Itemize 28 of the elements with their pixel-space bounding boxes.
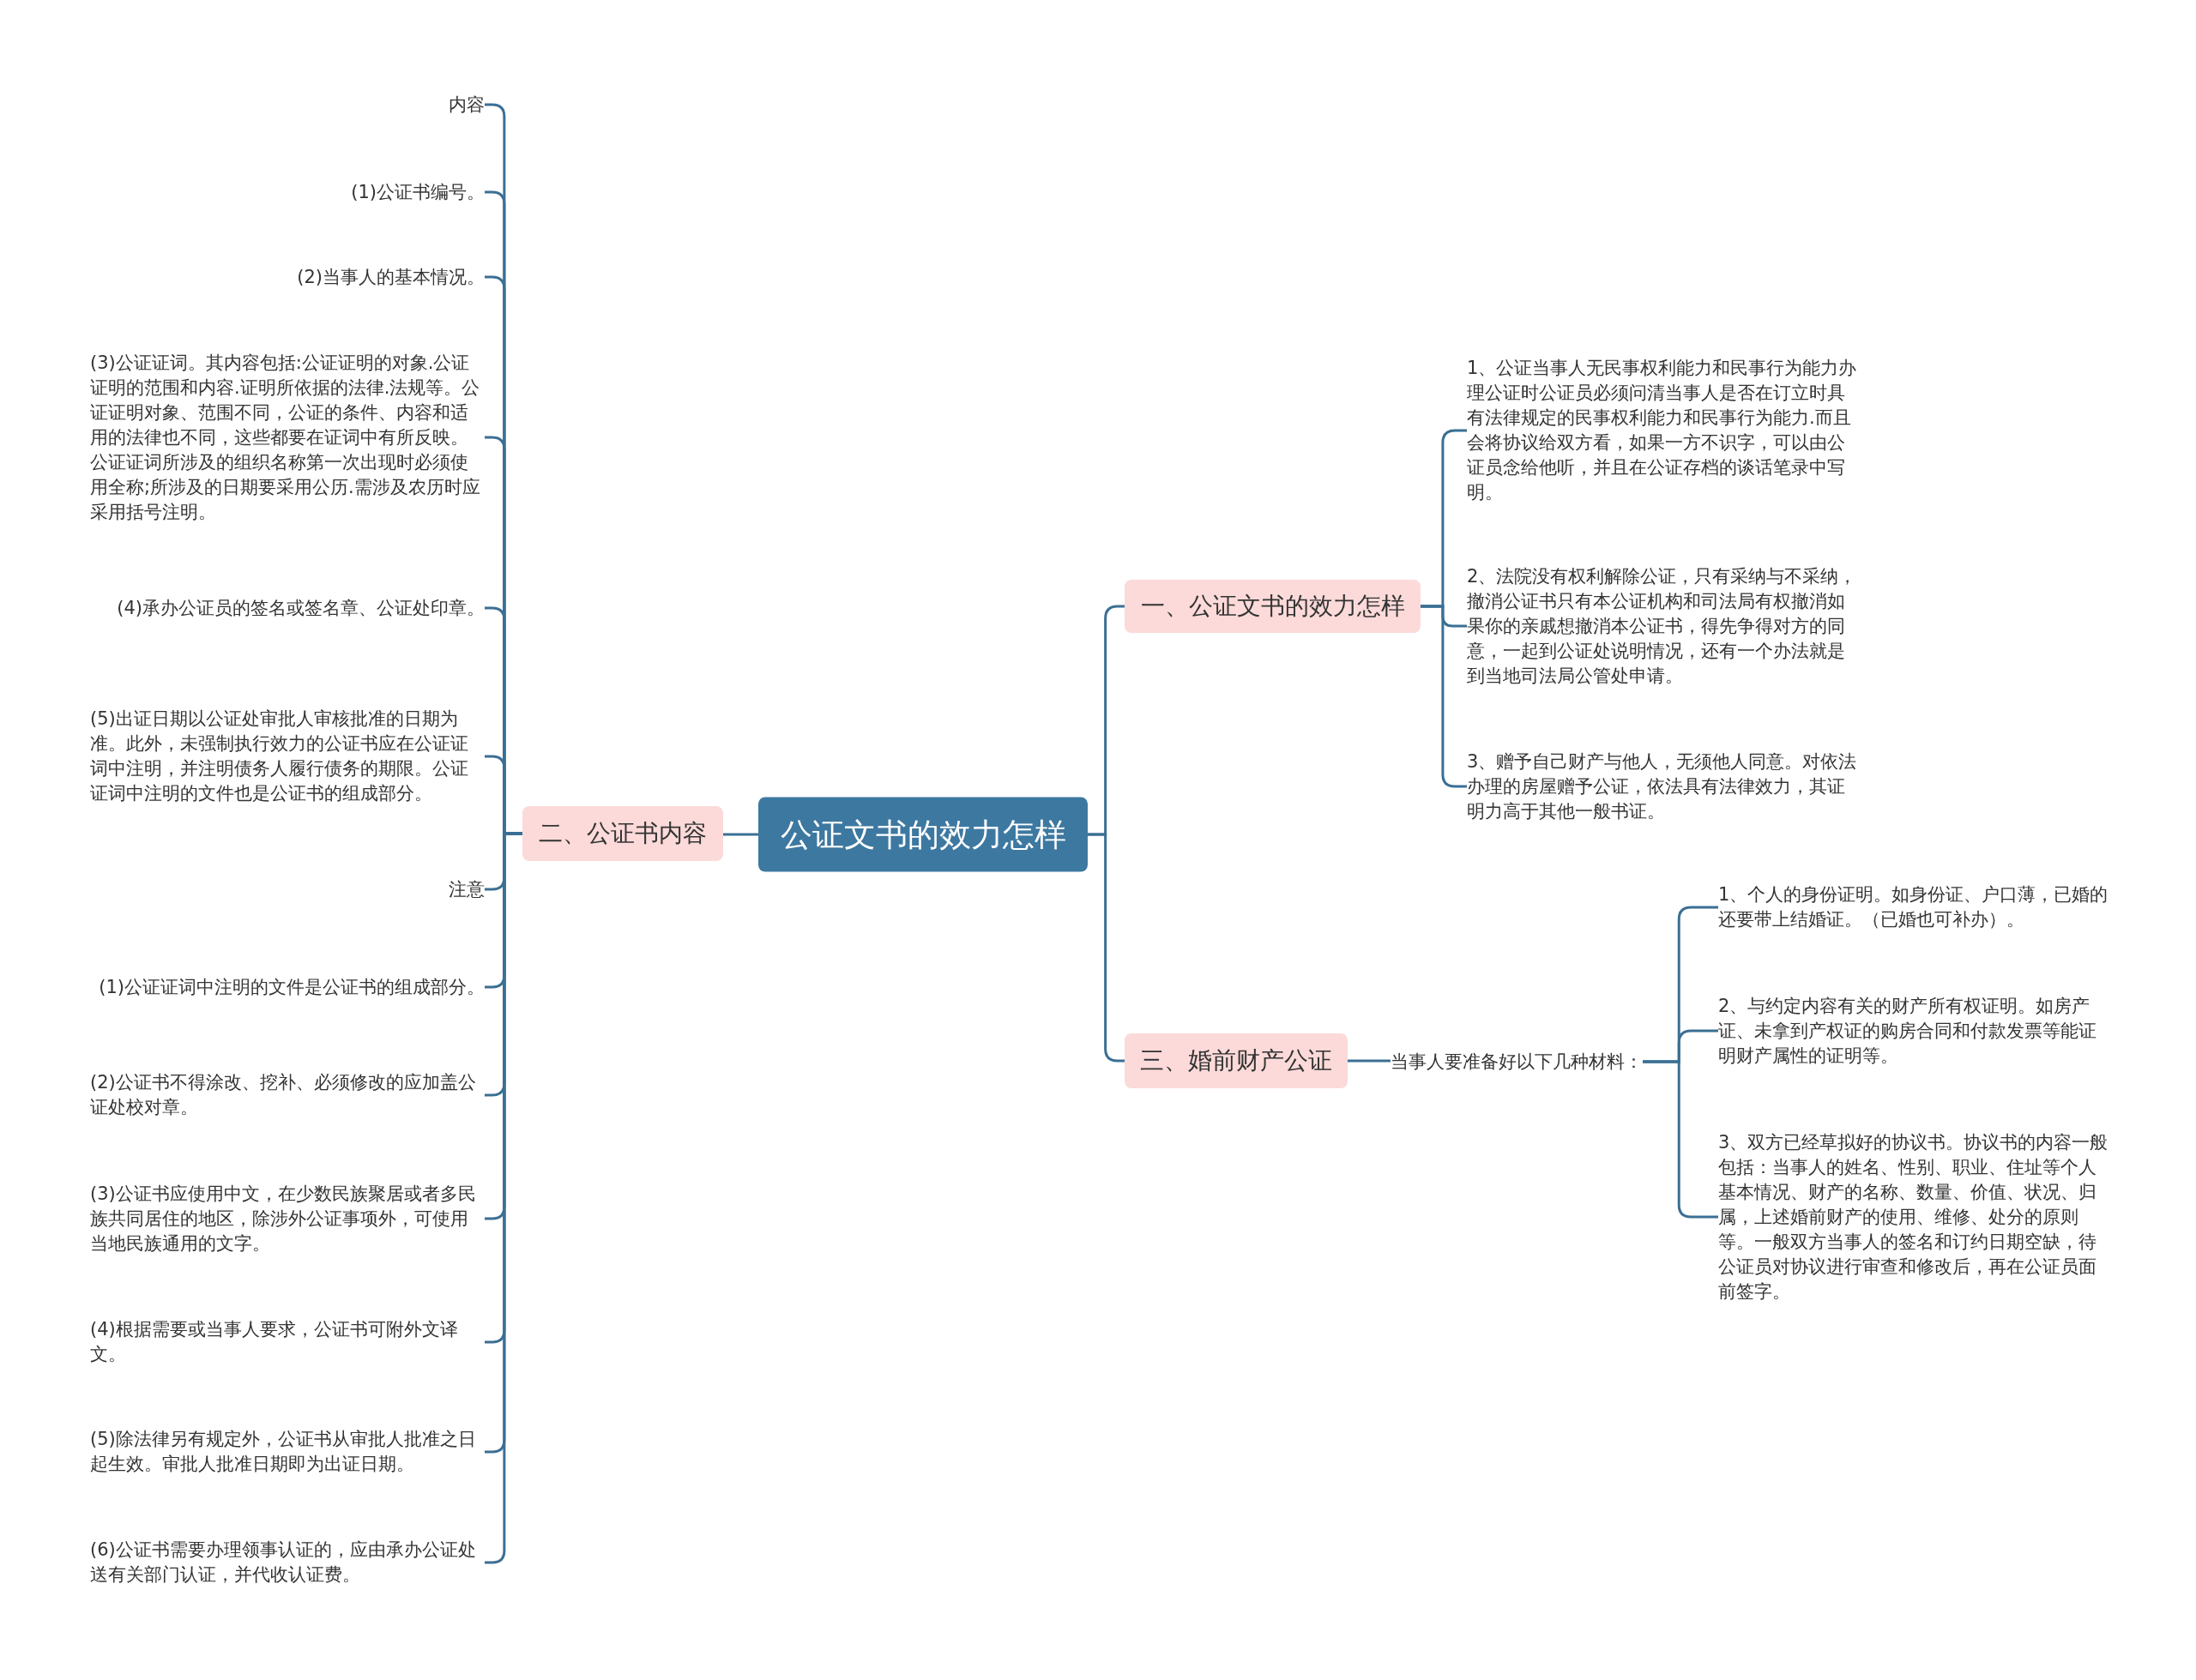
subtopic-text: (4)根据需要或当事人要求，公证书可附外文译文。 <box>90 1317 485 1367</box>
subtopic-text: 2、与约定内容有关的财产所有权证明。如房产证、未拿到产权证的购房合同和付款发票等能证明财产属性的证明等。 <box>1718 993 2113 1069</box>
subtopic-text: 注意 <box>449 876 485 902</box>
subtopic-text: 3、双方已经草拟好的协议书。协议书的内容一般包括：当事人的姓名、性别、职业、住址等个人基本情况、财产的名称、数量、价值、状况、归属，上述婚前财产的使用、维修、处分的原则等。一般双方当事人的签名和订约日期空缺，待公证员对协议进行审查和修改后，再在公证员面前签字。 <box>1718 1129 2113 1304</box>
connector-line <box>1348 1059 1391 1063</box>
subtopic-text: (3)公证书应使用中文，在少数民族聚居或者多民族共同居住的地区，除涉外公证事项外，可使用当地民族通用的文字。 <box>90 1181 485 1256</box>
central-topic: 公证文书的效力怎样 <box>758 797 1088 872</box>
subtopic-text: (1)公证书编号。 <box>351 179 485 205</box>
subtopic-text: 1、公证当事人无民事权利能力和民事行为能力办理公证时公证员必须问清当事人是否在订立时具有法律规定的民事权利能力和民事行为能力.而且会将协议给双方看，如果一方不识字，可以由公证员念给他听，并且在公证存档的谈话笔录中写明。 <box>1467 356 1861 505</box>
subtopic-text: (6)公证书需要办理领事认证的，应由承办公证处送有关部门认证，并代收认证费。 <box>90 1538 485 1587</box>
connector-line <box>723 833 758 836</box>
subtopic-text: (1)公证证词中注明的文件是公证书的组成部分。 <box>99 974 485 1000</box>
subtopic-text: (5)除法律另有规定外，公证书从审批人批准之日起生效。审批人批准日期即为出证日期。 <box>90 1427 485 1477</box>
subtopic-text: 3、赠予自己财产与他人，无须他人同意。对依法办理的房屋赠予公证，依法具有法律效力，其证明力高于其他一般书证。 <box>1467 749 1861 824</box>
subtopic-text: (5)出证日期以公证处审批人审核批准的日期为准。此外，未强制执行效力的公证书应在公证证词中注明，并注明债务人履行债务的期限。公证证词中注明的文件也是公证书的组成部分。 <box>90 707 485 806</box>
topic-box: 一、公证文书的效力怎样 <box>1125 580 1421 633</box>
subtopic-text: 2、法院没有权利解除公证，只有采纳与不采纳，撤消公证书只有本公证机构和司法局有权撤消如果你的亲戚想撤消本公证书，得先争得对方的同意，一起到公证处说明情况，还有一个办法就是到当地司法局公管处申请。 <box>1467 563 1861 689</box>
connector-line <box>1643 1060 1718 1219</box>
subtopic-text: 内容 <box>449 92 485 117</box>
subtopic-text: (4)承办公证员的签名或签名章、公证处印章。 <box>117 595 485 621</box>
subtopic-text: (2)公证书不得涂改、挖补、必须修改的应加盖公证处校对章。 <box>90 1070 485 1120</box>
subtopic-text: 1、个人的身份证明。如身份证、户口薄，已婚的还要带上结婚证。（已婚也可补办）。 <box>1718 882 2113 932</box>
connector-line <box>1088 833 1125 1063</box>
subtopic-text: (3)公证证词。其内容包括:公证证明的对象.公证证明的范围和内容.证明所依据的法律.法规等。公证证明对象、范围不同，公证的条件、内容和适用的法律也不同，这些都要在证词中有所反映。公证证词所涉及的组织名称第一次出现时必须使用全称;所涉及的日期要采用公历.需涉及农历时应采用括号注明。 <box>90 350 485 525</box>
subtopic-text: (2)当事人的基本情况。 <box>297 264 485 290</box>
topic-box: 二、公证书内容 <box>522 806 723 861</box>
subtopic-text: 当事人要准备好以下几种材料： <box>1391 1049 1643 1075</box>
topic-box: 三、婚前财产公证 <box>1125 1033 1348 1088</box>
